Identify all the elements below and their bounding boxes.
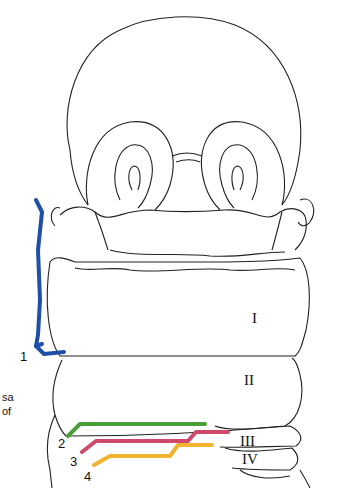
glossopharyngeal-nerve	[82, 432, 228, 452]
maxillary-prominence	[60, 207, 306, 250]
callout-number: 2	[58, 437, 65, 450]
nasal-prominence	[86, 122, 173, 210]
callout-number: 3	[70, 455, 77, 468]
second-pharyngeal-arch	[53, 358, 302, 436]
vagus-nerve	[94, 445, 212, 465]
nasal-prominence	[202, 122, 285, 210]
arch-numeral: III	[240, 434, 255, 449]
nasal-pit	[232, 166, 243, 190]
first-pharyngeal-arch	[47, 258, 309, 356]
midline-mark	[176, 160, 200, 162]
nasal-pit	[115, 145, 152, 208]
trigeminal-nerve	[36, 344, 42, 346]
arch-numeral: I	[252, 311, 257, 326]
callout-number: 4	[84, 470, 91, 483]
maxillary-prominence	[272, 212, 282, 250]
trigeminal-nerve	[36, 200, 64, 354]
neck-outline	[240, 470, 290, 478]
head-outline	[70, 150, 88, 205]
side-text: sa	[2, 392, 14, 403]
facial-nerve	[68, 424, 205, 436]
nasal-pit	[220, 145, 258, 208]
fourth-pharyngeal-arch	[225, 448, 298, 470]
third-pharyngeal-arch	[215, 426, 301, 447]
callout-number: 1	[20, 350, 27, 363]
nasal-pit	[129, 166, 140, 190]
ear-bump	[51, 208, 60, 226]
maxillary-prominence	[95, 212, 108, 250]
side-text: of	[2, 406, 11, 417]
neck-outline	[48, 415, 55, 488]
arch-fold	[75, 268, 295, 271]
head-outline	[67, 17, 301, 205]
arch-numeral: II	[244, 373, 254, 388]
mouth-line	[110, 250, 285, 256]
neck-outline	[300, 470, 310, 488]
arch-numeral: IV	[242, 452, 258, 467]
midline-mark	[172, 153, 202, 156]
